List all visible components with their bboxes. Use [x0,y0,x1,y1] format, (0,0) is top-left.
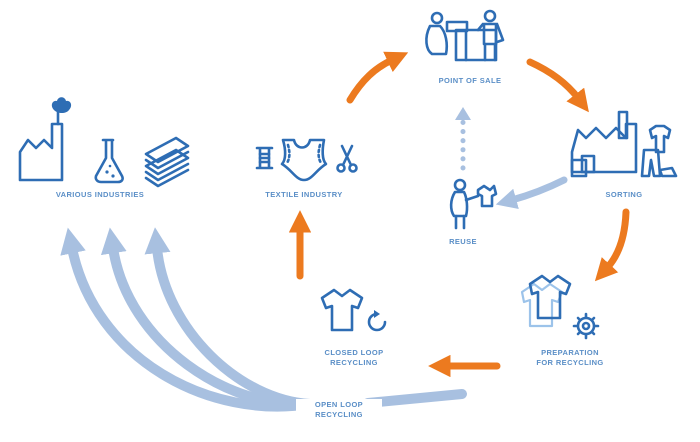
main-cycle-arrows [288,51,630,378]
closed-loop-line2: RECYCLING [330,358,378,367]
various-industries-text: VARIOUS INDUSTRIES [55,190,145,199]
reuse-text: REUSE [449,237,477,246]
arrow-sorting-to-reuse [495,176,568,209]
arrow-textile-to-sale [346,51,409,104]
textile-industry-text: TEXTILE INDUSTRY [265,190,343,199]
sorting-text: SORTING [605,190,643,199]
point-of-sale-icon [425,9,505,62]
label-point-of-sale: POINT OF SALE [422,76,518,86]
preparation-shirt-gear-icon [520,274,600,340]
preparation-line1: PREPARATION [541,348,599,357]
open-loop-arrow-3 [144,227,315,409]
arrow-sorting-to-preparation [594,208,630,282]
label-closed-loop-recycling: CLOSED LOOP RECYCLING [306,348,402,368]
closed-loop-shirt-icon [320,288,387,332]
open-loop-line1: OPEN LOOP [314,400,364,409]
label-various-industries: VARIOUS INDUSTRIES [38,190,162,200]
factory-icon [18,97,72,182]
open-loop-line2: RECYCLING [315,410,363,419]
stack-icon [144,136,190,188]
sorting-factory-icon [570,110,678,178]
preparation-line2: FOR RECYCLING [536,358,604,367]
label-preparation-for-recycling: PREPARATION FOR RECYCLING [518,348,622,368]
closed-loop-line1: CLOSED LOOP [324,348,384,357]
textile-industry-icon [255,138,358,182]
label-textile-industry: TEXTILE INDUSTRY [248,190,360,200]
open-loop-arrow-2 [100,227,315,410]
open-loop-arrow-4 [363,389,467,408]
arrow-reuse-to-sale-head [455,107,471,120]
label-reuse: REUSE [428,237,498,247]
reuse-arrows [455,107,568,209]
point-of-sale-text: POINT OF SALE [438,76,502,85]
open-loop-arrows [60,227,467,412]
label-open-loop-recycling: OPEN LOOP RECYCLING [296,399,382,421]
arrow-sale-to-sorting [526,58,589,113]
label-sorting: SORTING [584,190,664,200]
reuse-person-icon [449,178,498,230]
flask-icon [94,138,124,184]
